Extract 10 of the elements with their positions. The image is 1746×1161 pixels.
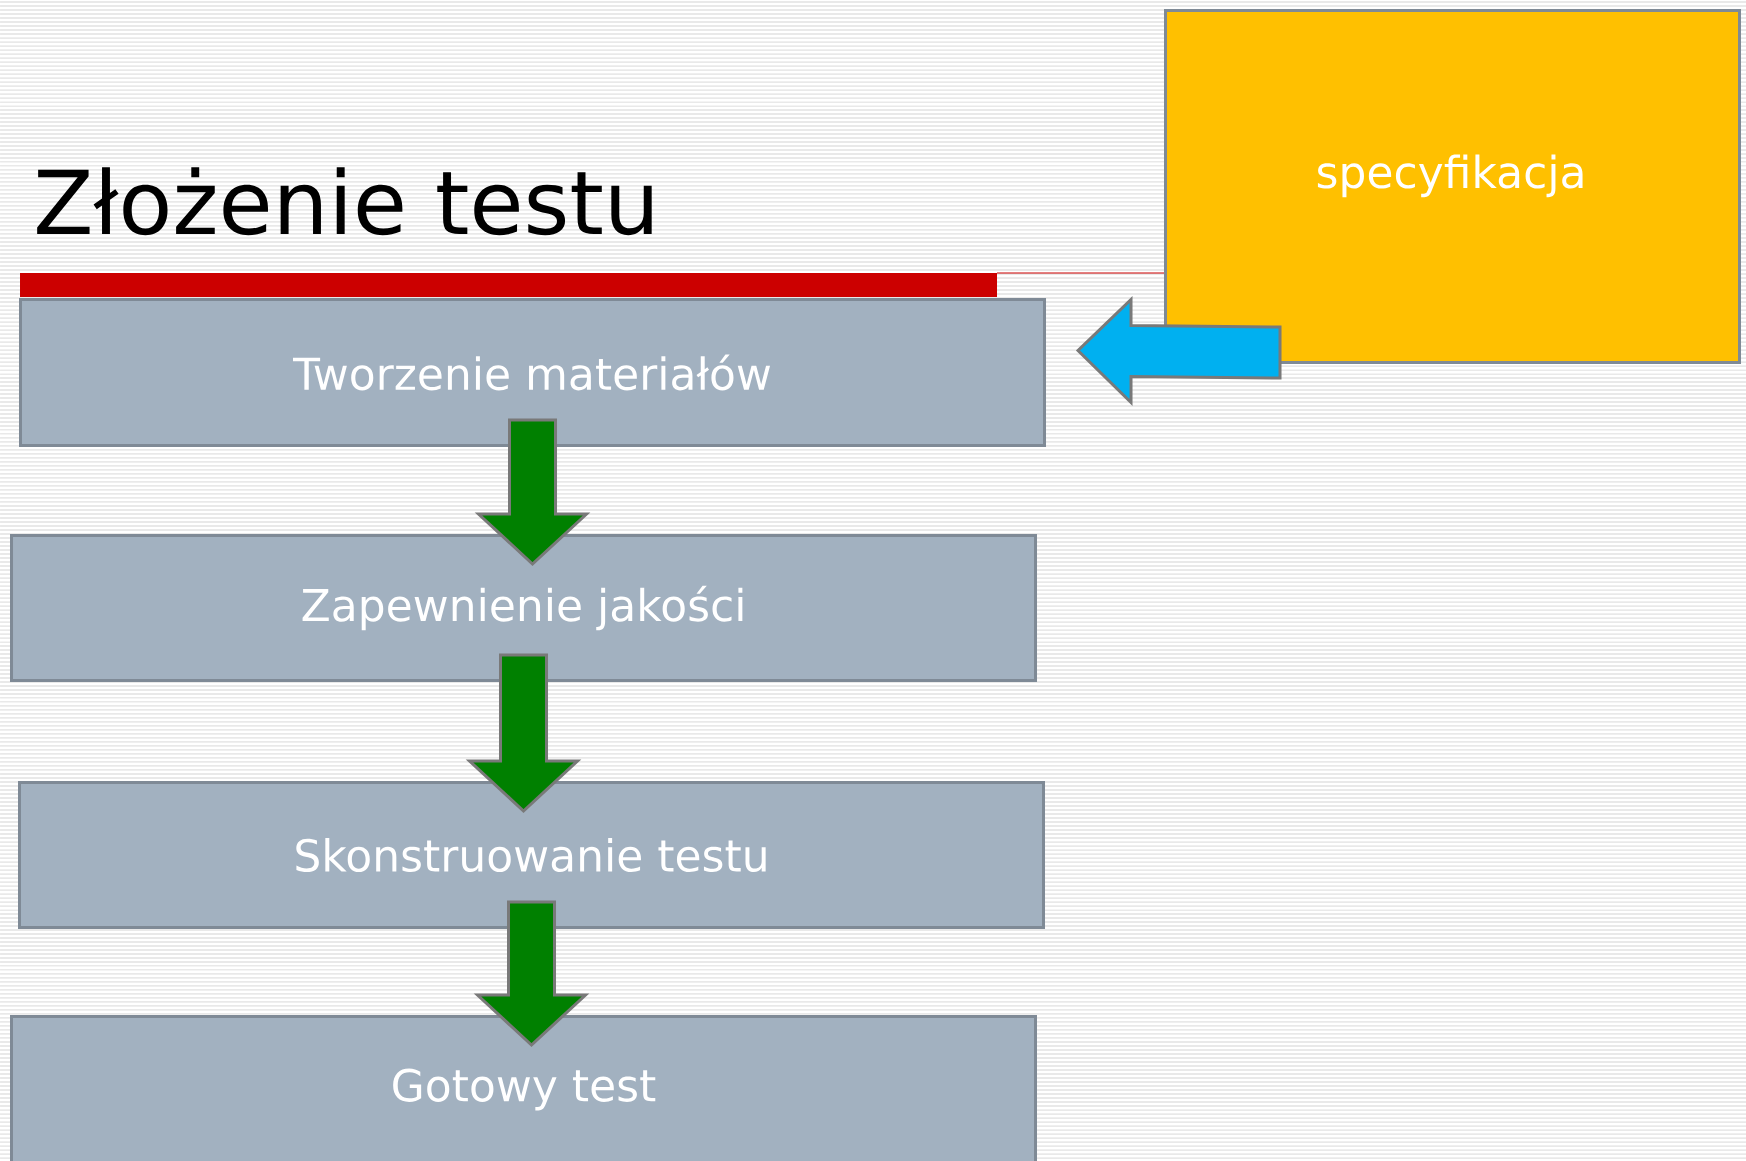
- process-box: Tworzenie materiałów: [19, 298, 1046, 447]
- block-arrow: [1075, 295, 1282, 407]
- process-box: Zapewnienie jakości: [10, 534, 1037, 682]
- spec-box: specyfikacja: [1164, 9, 1741, 364]
- block-arrow: [474, 418, 591, 567]
- process-box: Gotowy test: [10, 1015, 1037, 1161]
- title: Złożenie testu: [37, 167, 652, 236]
- block-arrow: [473, 900, 590, 1048]
- process-box: Skonstruowanie testu: [18, 781, 1045, 929]
- block-arrow: [465, 653, 582, 814]
